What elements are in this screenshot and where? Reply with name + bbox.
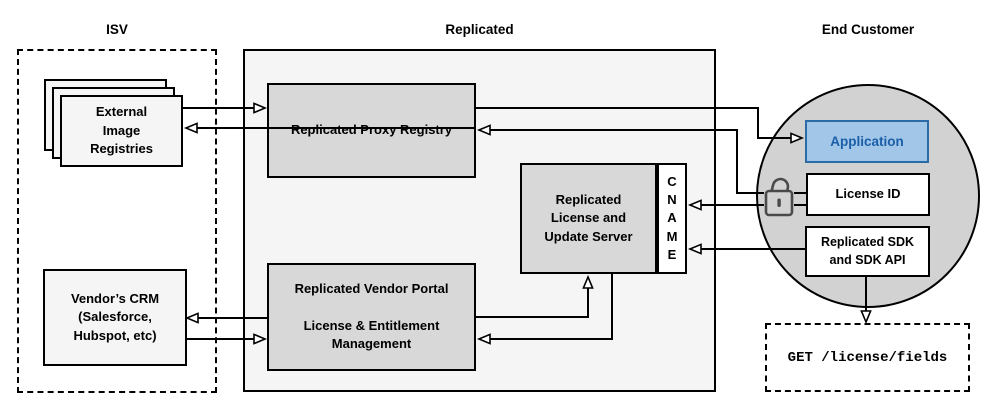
license-update-server-label: Replicated License and Update Server bbox=[544, 191, 633, 244]
node-application: Application bbox=[805, 120, 929, 163]
vendors-crm-label: Vendor’s CRM (Salesforce, Hubspot, etc) bbox=[70, 290, 160, 343]
node-cname: C N A M E bbox=[657, 163, 687, 274]
application-label: Application bbox=[830, 133, 904, 149]
external-image-registries-label: External Image Registries bbox=[90, 104, 153, 157]
node-license-update-server: Replicated License and Update Server bbox=[520, 163, 657, 274]
isv-container bbox=[17, 49, 217, 393]
node-replicated-proxy-registry: Replicated Proxy Registry bbox=[267, 83, 476, 178]
node-license-id: License ID bbox=[806, 173, 930, 216]
replicated-sdk-label: Replicated SDK and SDK API bbox=[820, 234, 915, 267]
node-replicated-sdk: Replicated SDK and SDK API bbox=[805, 226, 930, 277]
replicated-section-title: Replicated bbox=[445, 22, 514, 37]
node-vendors-crm: Vendor’s CRM (Salesforce, Hubspot, etc) bbox=[43, 269, 187, 366]
isv-section-title: ISV bbox=[106, 22, 128, 37]
license-id-label: License ID bbox=[835, 186, 901, 202]
arrowhead bbox=[860, 310, 872, 325]
node-external-image-registries: External Image Registries bbox=[60, 95, 183, 167]
node-vendor-portal: Replicated Vendor Portal License & Entit… bbox=[267, 263, 476, 371]
end-customer-section-title: End Customer bbox=[821, 22, 915, 37]
proxy-registry-label: Replicated Proxy Registry bbox=[290, 122, 453, 138]
get-license-fields-label: GET /license/fields bbox=[787, 349, 948, 366]
node-get-license-fields: GET /license/fields bbox=[765, 323, 970, 392]
vendor-portal-label: Replicated Vendor Portal License & Entit… bbox=[294, 281, 449, 352]
cname-label: C N A M E bbox=[666, 173, 678, 262]
